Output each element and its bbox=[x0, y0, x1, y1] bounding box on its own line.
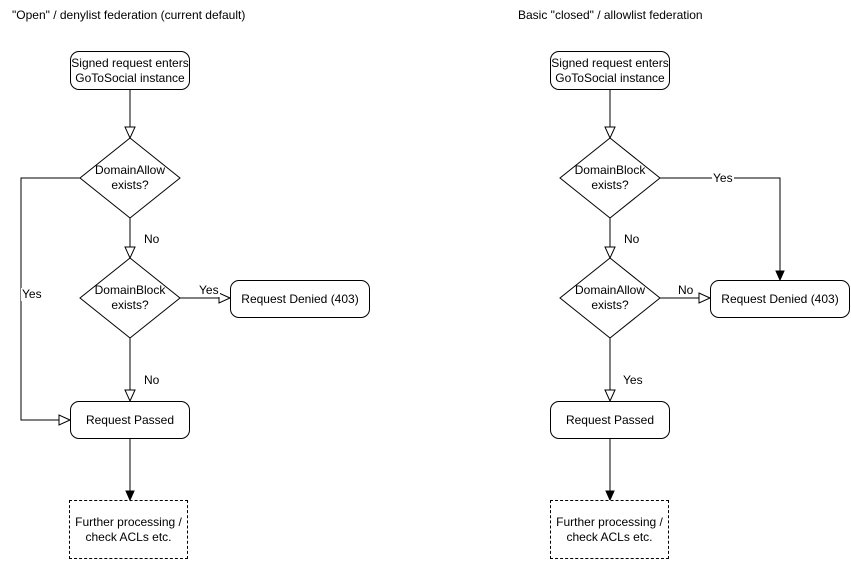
right-edge-decision2-no-to-denied bbox=[660, 292, 712, 304]
right-decision1-no-label: No bbox=[623, 232, 641, 246]
left-decision2-no-label: No bbox=[143, 373, 161, 387]
left-passed-node: Request Passed bbox=[70, 401, 190, 439]
right-decision1-label: DomainBlock exists? bbox=[574, 163, 646, 192]
left-edge-decision2-yes-to-denied bbox=[180, 292, 232, 304]
left-decision1-no-label: No bbox=[143, 232, 161, 246]
right-edge-passed-to-further bbox=[605, 439, 615, 502]
left-edge-decision2-no-to-passed bbox=[124, 338, 136, 403]
left-edge-decision1-to-decision2 bbox=[124, 218, 136, 260]
left-decision2-diamond bbox=[79, 257, 181, 339]
left-chart-title: "Open" / denylist federation (current de… bbox=[12, 8, 246, 22]
left-decision1-yes-label: Yes bbox=[21, 287, 43, 301]
right-edge-decision1-to-decision2 bbox=[604, 218, 616, 260]
left-edge-passed-to-further bbox=[125, 439, 135, 502]
right-passed-node: Request Passed bbox=[550, 401, 670, 439]
right-decision1-yes-label: Yes bbox=[712, 171, 734, 185]
right-decision2-yes-label: Yes bbox=[622, 373, 644, 387]
right-start-node: Signed request enters GoToSocial instanc… bbox=[550, 51, 670, 90]
right-decision1-diamond bbox=[559, 137, 661, 219]
right-chart-title: Basic "closed" / allowlist federation bbox=[518, 8, 703, 22]
left-edge-start-to-decision1 bbox=[124, 90, 136, 140]
right-further-node: Further processing / check ACLs etc. bbox=[550, 500, 669, 559]
right-edge-decision2-yes-to-passed bbox=[604, 338, 616, 403]
right-decision2-diamond bbox=[559, 257, 661, 339]
right-decision2-label: DomainAllow exists? bbox=[574, 283, 646, 312]
left-decision2-yes-label: Yes bbox=[198, 283, 220, 297]
right-edge-decision1-yes-to-denied bbox=[660, 177, 785, 282]
left-decision2-label: DomainBlock exists? bbox=[94, 283, 166, 312]
right-denied-node: Request Denied (403) bbox=[710, 280, 850, 318]
left-further-node: Further processing / check ACLs etc. bbox=[69, 500, 188, 559]
left-decision1-label: DomainAllow exists? bbox=[94, 163, 166, 192]
right-edge-start-to-decision1 bbox=[604, 90, 616, 140]
left-start-node: Signed request enters GoToSocial instanc… bbox=[70, 51, 190, 90]
left-decision1-diamond bbox=[79, 137, 181, 219]
right-decision2-no-label: No bbox=[677, 283, 695, 297]
left-denied-node: Request Denied (403) bbox=[230, 280, 370, 318]
left-edge-decision1-yes-loop bbox=[20, 177, 80, 426]
